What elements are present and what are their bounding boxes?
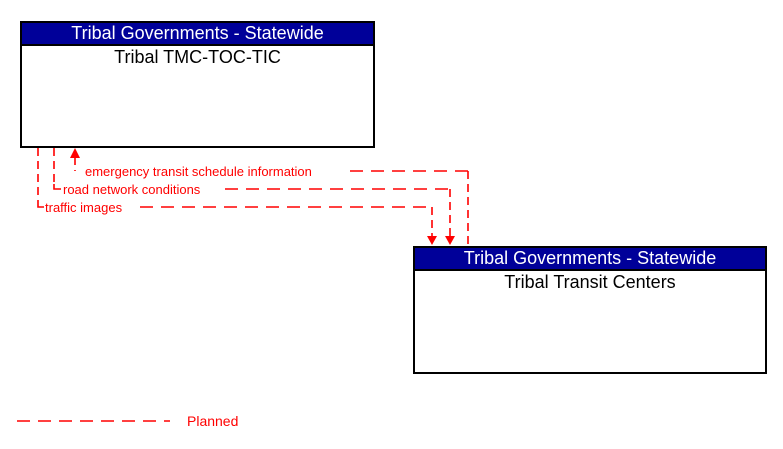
arrowhead-up-icon [70,148,80,158]
box-label: Tribal Transit Centers [504,272,676,292]
flow-label-traffic-images: traffic images [45,200,123,215]
arrowhead-down-icon [445,236,455,245]
box-header: Tribal Governments - Statewide [415,248,765,271]
flow-line-traffic-images [37,148,437,245]
box-tribal-transit-centers[interactable]: Tribal Governments - Statewide Tribal Tr… [413,246,767,374]
legend-planned-label: Planned [187,413,239,429]
flow-label-emergency-transit-schedule-information: emergency transit schedule information [85,164,312,179]
box-header: Tribal Governments - Statewide [22,23,373,46]
flow-line-road-network-conditions [53,148,455,245]
flow-label-road-network-conditions: road network conditions [63,182,201,197]
box-label: Tribal TMC-TOC-TIC [114,47,281,67]
arrowhead-down-icon [427,236,437,245]
flow-line-emergency-transit-schedule-information [70,148,469,245]
box-tribal-tmc-toc-tic[interactable]: Tribal Governments - Statewide Tribal TM… [20,21,375,148]
